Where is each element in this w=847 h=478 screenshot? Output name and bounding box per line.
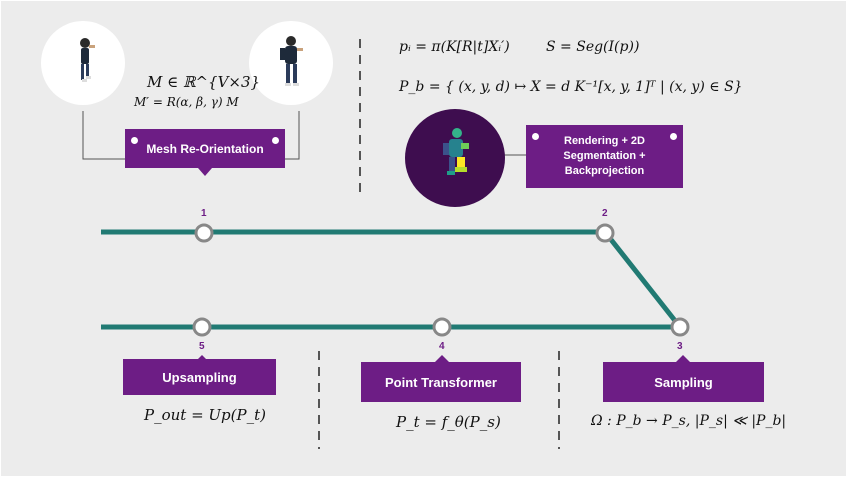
person-image-original [41, 21, 125, 105]
station-node-3 [670, 317, 690, 337]
step-number-2: 2 [602, 208, 608, 219]
segmentation-render-image [405, 109, 505, 207]
equation-projection: pᵢ = π(K[R|t]Xᵢ′) [399, 39, 510, 55]
equation-sampling: Ω : P_b → P_s, |P_s| ≪ |P_b| [591, 413, 787, 429]
station-node-2 [595, 223, 615, 243]
connector-line-left [82, 111, 125, 160]
pipeline-track [101, 229, 683, 330]
equation-segmentation: S = Seg(I(p)) [546, 39, 640, 55]
step-box-rendering: Rendering + 2D Segmentation + Backprojec… [526, 125, 683, 188]
segmentation-figure-icon [443, 128, 469, 175]
person-figure-icon [280, 36, 303, 86]
step-number-3: 3 [677, 341, 683, 352]
step-box-upsampling: Upsampling [123, 359, 276, 395]
step-number-5: 5 [199, 341, 205, 352]
step-number-4: 4 [439, 341, 445, 352]
equation-mesh-rotation: M′ = R(α, β, γ) M [134, 95, 239, 109]
step-box-sampling: Sampling [603, 362, 764, 402]
corner-dot [130, 136, 139, 145]
step-box-pointer [676, 355, 690, 362]
equation-mesh-set: M ∈ ℝ^{V×3} [147, 73, 261, 91]
step-1-label: Mesh Re-Orientation [146, 141, 264, 156]
equation-upsampling: P_out = Up(P_t) [144, 406, 266, 424]
step-box-pointer [435, 355, 449, 362]
person-image-reoriented [249, 21, 333, 105]
step-box-point-transformer: Point Transformer [361, 362, 521, 402]
equation-backprojection: P_b = { (x, y, d) ↦ X = d K⁻¹[x, y, 1]ᵀ … [399, 79, 743, 95]
corner-dot [669, 132, 678, 141]
station-node-1 [194, 223, 214, 243]
station-node-5 [192, 317, 212, 337]
step-3-label: Sampling [654, 374, 713, 390]
step-5-label: Upsampling [162, 369, 237, 385]
person-figure-icon [80, 38, 95, 82]
equation-point-transformer: P_t = f_θ(P_s) [396, 413, 501, 431]
connector-line-right [285, 111, 300, 160]
step-box-pointer [195, 355, 209, 362]
corner-dot [271, 136, 280, 145]
corner-dot [531, 132, 540, 141]
step-number-1: 1 [201, 208, 207, 219]
step-4-label: Point Transformer [385, 374, 497, 390]
station-node-4 [432, 317, 452, 337]
step-box-pointer [198, 168, 212, 176]
step-2-label: Rendering + 2D Segmentation + Backprojec… [563, 135, 646, 177]
step-box-mesh-reorientation: Mesh Re-Orientation [125, 129, 285, 168]
